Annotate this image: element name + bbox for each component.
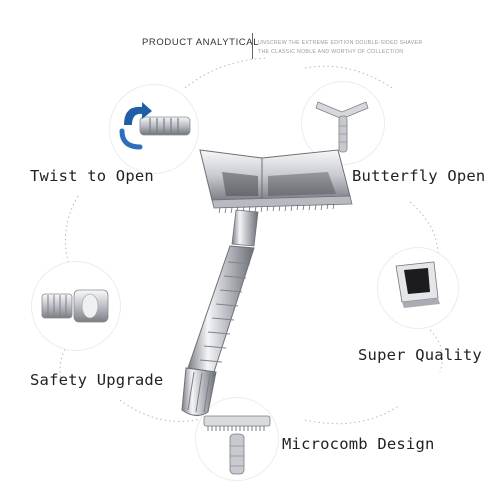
feature-label-twist: Twist to Open xyxy=(30,167,154,185)
feature-label-butterfly: Butterfly Open xyxy=(352,167,486,185)
feature-label-quality: Super Quality xyxy=(358,346,482,364)
header-subtitle-line2: THE CLASSIC NOBLE AND WORTHY OF COLLECTI… xyxy=(258,49,404,55)
header-subtitle-line1: UNSCREW THE EXTREME EDITION DOUBLE-SIDED… xyxy=(258,40,423,46)
header-divider xyxy=(252,33,253,59)
butterfly-thumbnail xyxy=(302,82,384,164)
twist-thumbnail xyxy=(110,85,198,173)
safety-collar-icon xyxy=(41,289,109,323)
feature-label-safety: Safety Upgrade xyxy=(30,371,164,389)
microcomb-head-icon xyxy=(203,415,271,475)
twist-arrow-icon xyxy=(119,102,191,150)
blade-holder-icon xyxy=(395,261,440,308)
header-title: PRODUCT ANALYTICAL xyxy=(142,37,260,48)
butterfly-razor-icon xyxy=(315,101,369,153)
comb-thumbnail xyxy=(196,398,278,480)
safety-thumbnail xyxy=(32,262,120,350)
quality-thumbnail xyxy=(378,248,458,328)
feature-label-comb: Microcomb Design xyxy=(282,435,435,453)
